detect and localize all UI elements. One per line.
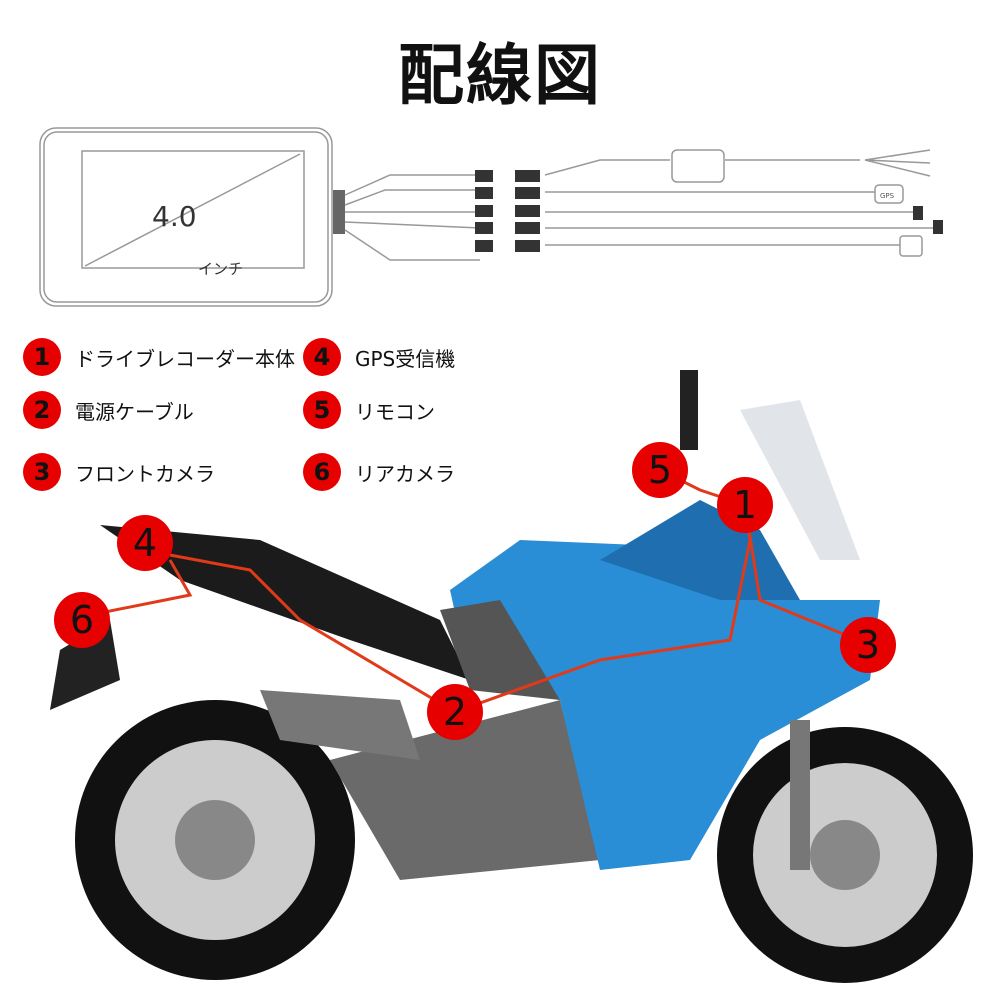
marker-4: 4 — [117, 515, 173, 571]
legend-number: 1 — [23, 338, 61, 376]
marker-5: 5 — [632, 442, 688, 498]
legend-label: リモコン — [355, 399, 435, 424]
cable-connectors — [475, 170, 943, 252]
cables — [344, 149, 935, 261]
screen-unit-label: インチ — [198, 260, 244, 278]
legend-item-4: 4 GPS受信機 — [303, 338, 455, 376]
legend-number: 2 — [23, 391, 61, 429]
legend-label: 電源ケーブル — [75, 399, 194, 424]
marker-6: 6 — [54, 592, 110, 648]
legend-number: 5 — [303, 391, 341, 429]
legend-label: ドライブレコーダー本体 — [75, 346, 295, 371]
legend-item-1: 1 ドライブレコーダー本体 — [23, 338, 295, 376]
marker-1: 1 — [717, 477, 773, 533]
legend-number: 6 — [303, 453, 341, 491]
legend-number: 3 — [23, 453, 61, 491]
marker-3: 3 — [840, 617, 896, 673]
gps-module-label: GPS — [880, 192, 895, 200]
motorcycle-image — [50, 370, 973, 983]
dashcam-device — [39, 127, 345, 307]
legend-item-5: 5 リモコン — [303, 391, 435, 429]
marker-2: 2 — [427, 684, 483, 740]
screen-size-label: 4.0 — [152, 200, 197, 233]
legend-label: リアカメラ — [355, 461, 455, 486]
legend-item-2: 2 電源ケーブル — [23, 391, 194, 429]
legend-label: GPS受信機 — [355, 346, 456, 371]
legend-label: フロントカメラ — [75, 461, 215, 486]
page-title: 配線図 — [398, 37, 602, 114]
legend-number: 4 — [303, 338, 341, 376]
legend-item-3: 3 フロントカメラ — [23, 453, 215, 491]
legend-item-6: 6 リアカメラ — [303, 453, 455, 491]
